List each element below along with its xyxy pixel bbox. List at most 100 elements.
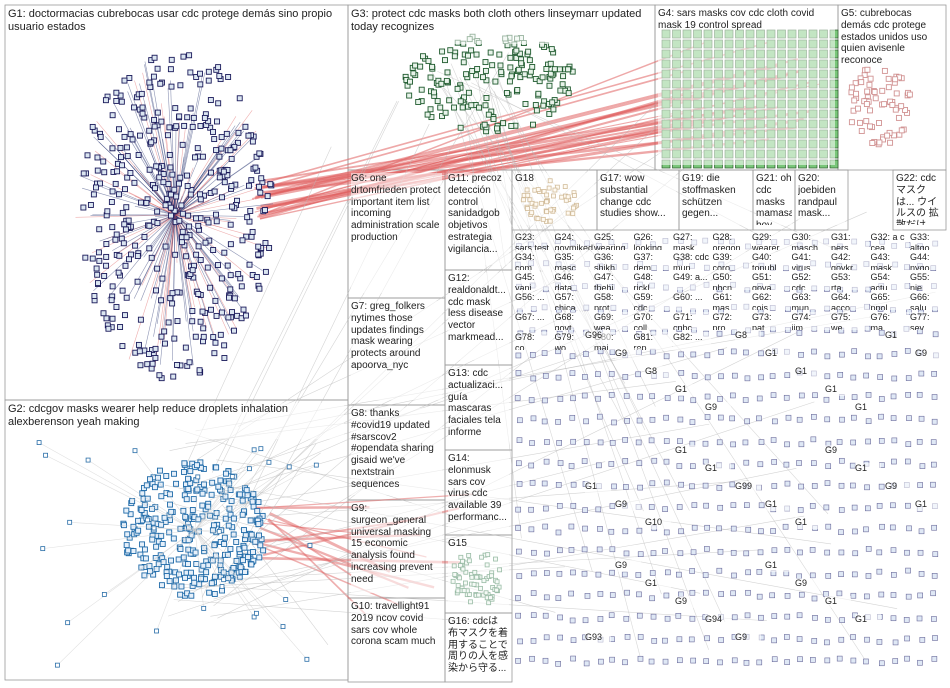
node <box>718 396 723 401</box>
node <box>166 320 171 325</box>
node <box>118 145 123 150</box>
node <box>240 238 245 243</box>
node <box>637 461 642 466</box>
node <box>544 67 549 72</box>
node <box>126 257 131 262</box>
node <box>879 396 884 401</box>
node <box>136 342 141 347</box>
node <box>452 54 457 59</box>
small-group-label: G93 <box>585 632 611 644</box>
node <box>758 529 763 534</box>
node <box>930 482 935 487</box>
node <box>517 574 522 579</box>
node <box>704 546 709 551</box>
node <box>879 330 884 335</box>
node <box>531 571 536 576</box>
group-label-g47: G47: thehi... <box>594 272 632 290</box>
node <box>744 551 749 556</box>
node <box>636 372 641 377</box>
node <box>838 530 843 535</box>
node <box>556 375 561 380</box>
node <box>421 54 426 59</box>
group-label-g7: G7: greg_folkers nytimes those updates f… <box>351 301 442 400</box>
node <box>785 373 790 378</box>
node <box>550 100 555 105</box>
node <box>201 482 206 487</box>
node <box>120 288 125 293</box>
small-group-label: G1 <box>645 578 671 590</box>
node <box>475 67 480 72</box>
node <box>571 656 576 661</box>
node <box>206 78 211 83</box>
node <box>200 503 205 508</box>
node <box>186 476 191 481</box>
node <box>566 67 571 72</box>
node <box>878 414 883 419</box>
node <box>664 354 669 359</box>
node <box>217 74 222 79</box>
small-group-label: G99 <box>735 481 761 493</box>
node <box>718 374 723 379</box>
node <box>155 66 160 71</box>
node <box>517 481 522 486</box>
node <box>250 139 255 144</box>
node <box>880 524 885 529</box>
node <box>162 329 167 334</box>
node <box>664 415 669 420</box>
node <box>213 340 218 345</box>
node <box>214 219 219 224</box>
node <box>186 486 191 491</box>
node <box>255 509 260 514</box>
node <box>825 481 830 486</box>
node <box>157 175 162 180</box>
node <box>544 571 549 576</box>
node <box>931 440 936 445</box>
node <box>157 373 162 378</box>
node <box>152 526 156 530</box>
group-label-g8: G8: thanks #covid19 updated #sarscov2 #o… <box>351 408 442 495</box>
node <box>690 568 695 573</box>
node <box>268 182 273 187</box>
group-label-g45: G45: yani... <box>515 272 553 290</box>
node <box>890 525 895 530</box>
node <box>188 570 193 575</box>
node <box>408 79 413 84</box>
node <box>508 65 513 70</box>
node <box>470 69 475 74</box>
node <box>147 246 152 251</box>
node <box>542 481 547 486</box>
node <box>548 61 553 66</box>
node <box>545 551 550 556</box>
node <box>534 108 539 113</box>
node <box>159 334 164 339</box>
node <box>719 349 724 354</box>
node <box>258 190 263 195</box>
node <box>150 537 155 542</box>
node <box>515 87 520 92</box>
node <box>113 181 118 186</box>
node <box>906 442 911 447</box>
node <box>571 439 576 444</box>
node <box>784 462 789 467</box>
node <box>157 468 162 473</box>
node <box>932 573 937 578</box>
small-group-label: G1 <box>825 596 851 608</box>
node <box>185 115 190 120</box>
node <box>799 484 804 489</box>
node <box>230 310 235 315</box>
node <box>241 528 246 533</box>
node <box>217 175 222 180</box>
group-label-g60: G60: ... <box>673 292 711 310</box>
group-label-g26: G26: looking... <box>634 232 672 250</box>
node <box>547 83 552 88</box>
node <box>917 660 922 665</box>
node <box>664 480 669 485</box>
group-label-g48: G48: rickl... <box>634 272 672 290</box>
node <box>679 352 684 357</box>
small-group-label: G1 <box>675 384 701 396</box>
node <box>162 341 167 346</box>
node <box>772 483 777 488</box>
node <box>570 371 575 376</box>
node <box>893 640 898 645</box>
node <box>797 417 802 422</box>
